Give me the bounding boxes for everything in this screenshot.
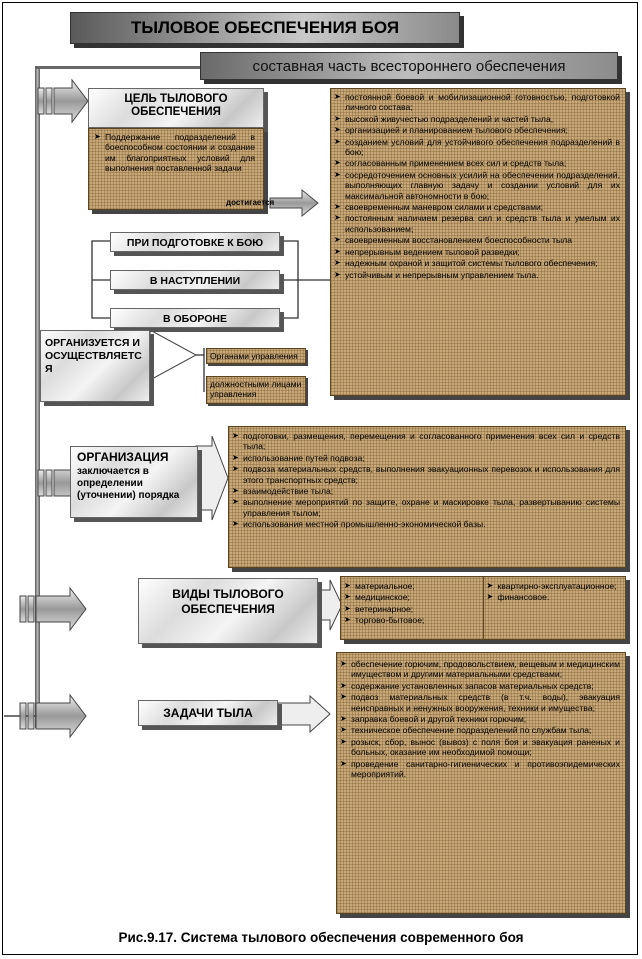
achieved-item: надежным охраной и защитой системы тылов… [334, 258, 620, 269]
types-left-item: торгово-бытовое; [344, 615, 478, 626]
organized-by-organs-label: Органами управления [210, 351, 298, 361]
tasks-box: ЗАДАЧИ ТЫЛА [138, 700, 278, 726]
figure-caption: Рис.9.17. Система тылового обеспечения с… [118, 930, 524, 945]
types-right-item: финансовое. [487, 592, 621, 603]
spine-top-connector [35, 66, 200, 69]
achieved-list-box: постоянной боевой и мобилизационной гото… [330, 88, 626, 396]
organization-list-box: подготовки, размещения, перемещения и со… [228, 426, 626, 568]
achieved-list: постоянной боевой и мобилизационной гото… [331, 89, 625, 284]
achieved-item: высокой живучестью подразделений и часте… [334, 114, 620, 125]
phase-defense-label: В ОБОРОНЕ [163, 313, 227, 325]
phase-preparation: ПРИ ПОДГОТОВКЕ К БОЮ [110, 232, 280, 252]
types-list-left: материальное;медицинское;ветеринарное;то… [341, 577, 484, 639]
organized-heading: ОРГАНИЗУЕТСЯ И ОСУЩЕСТВЛЯЕТСЯ [45, 337, 142, 375]
organized-by-officials-label: должностными лицами управления [210, 379, 302, 399]
tasks-item: обеспечение горючим, продовольствием, ве… [340, 659, 620, 680]
phase-offensive-label: В НАСТУПЛЕНИИ [149, 275, 241, 287]
goal-achieved-label: достигается [226, 198, 275, 207]
organization-item: подготовки, размещения, перемещения и со… [232, 431, 620, 452]
tasks-item: розыск, сбор, вынос (вывоз) с поля боя и… [340, 737, 620, 758]
types-right-item: квартирно-эксплуатационное; [487, 581, 621, 592]
achieved-item: постоянной боевой и мобилизационной гото… [334, 92, 620, 113]
types-list-box: материальное;медицинское;ветеринарное;то… [340, 576, 626, 640]
achieved-item: своевременным восстановлением боеспособн… [334, 235, 620, 246]
goal-text-box: Поддержание подразделений в боеспособном… [88, 128, 264, 210]
tasks-heading: ЗАДАЧИ ТЫЛА [163, 706, 253, 720]
page-subtitle: составная часть всестороннего обеспечени… [200, 52, 618, 80]
types-left-item: медицинское; [344, 592, 478, 603]
achieved-item: непрерывным ведением тыловой разведки; [334, 247, 620, 258]
types-left-item: ветеринарное; [344, 604, 478, 615]
goal-heading-box: ЦЕЛЬ ТЫЛОВОГО ОБЕСПЕЧЕНИЯ [88, 88, 264, 128]
achieved-item: постоянным наличием резерва сил и средст… [334, 213, 620, 234]
organization-item: взаимодействие тыла; [232, 486, 620, 497]
organization-item: подвоза материальных средств, выполнения… [232, 464, 620, 485]
organization-item: выполнение мероприятий по защите, охране… [232, 497, 620, 518]
tasks-item: содержание установленных запасов материа… [340, 681, 620, 692]
organized-box: ОРГАНИЗУЕТСЯ И ОСУЩЕСТВЛЯЕТСЯ [40, 330, 150, 402]
tasks-item: проведение санитарно-гигиенических и про… [340, 759, 620, 780]
organized-by-officials: должностными лицами управления [206, 376, 306, 404]
page-title: ТЫЛОВОЕ ОБЕСПЕЧЕНИЯ БОЯ [70, 12, 460, 44]
phase-offensive: В НАСТУПЛЕНИИ [110, 270, 280, 290]
achieved-item: своевременным маневром силами и средства… [334, 202, 620, 213]
organized-by-organs: Органами управления [206, 348, 306, 364]
achieved-item: устойчивым и непрерывным управлением тыл… [334, 270, 620, 281]
tasks-item: подвоз материальных средств (в т.ч. воды… [340, 692, 620, 713]
tasks-list: обеспечение горючим, продовольствием, ве… [337, 653, 625, 783]
organization-text: заключается в определении (уточнении) по… [77, 466, 180, 501]
types-left-item: материальное; [344, 581, 478, 592]
spine-line [35, 68, 40, 728]
achieved-item: сосредоточением основных усилий на обесп… [334, 170, 620, 201]
organization-item: использование путей подвоза; [232, 453, 620, 464]
tasks-list-box: обеспечение горючим, продовольствием, ве… [336, 652, 626, 914]
achieved-item: созданием условий для устойчивого обеспе… [334, 137, 620, 158]
types-box: ВИДЫ ТЫЛОВОГО ОБЕСПЕЧЕНИЯ [138, 578, 318, 644]
goal-text: Поддержание подразделений в боеспособном… [94, 132, 255, 174]
organization-box: ОРГАНИЗАЦИЯ заключается в определении (у… [70, 446, 198, 518]
goal-heading: ЦЕЛЬ ТЫЛОВОГО ОБЕСПЕЧЕНИЯ [124, 93, 228, 118]
phase-defense: В ОБОРОНЕ [110, 308, 280, 328]
tasks-item: заправка боевой и другой техники горючим… [340, 714, 620, 725]
organization-item: использования местной промышленно-эконом… [232, 519, 620, 530]
types-heading: ВИДЫ ТЫЛОВОГО ОБЕСПЕЧЕНИЯ [172, 587, 284, 616]
achieved-item: организацией и планированием тылового об… [334, 125, 620, 136]
organization-list: подготовки, размещения, перемещения и со… [229, 427, 625, 534]
phase-preparation-label: ПРИ ПОДГОТОВКЕ К БОЮ [126, 237, 264, 249]
types-list-right: квартирно-эксплуатационное;финансовое. [484, 577, 626, 639]
tasks-item: техническое обеспечение подразделений по… [340, 725, 620, 736]
achieved-item: согласованным применением всех сил и сре… [334, 158, 620, 169]
organization-heading: ОРГАНИЗАЦИЯ [77, 450, 169, 464]
